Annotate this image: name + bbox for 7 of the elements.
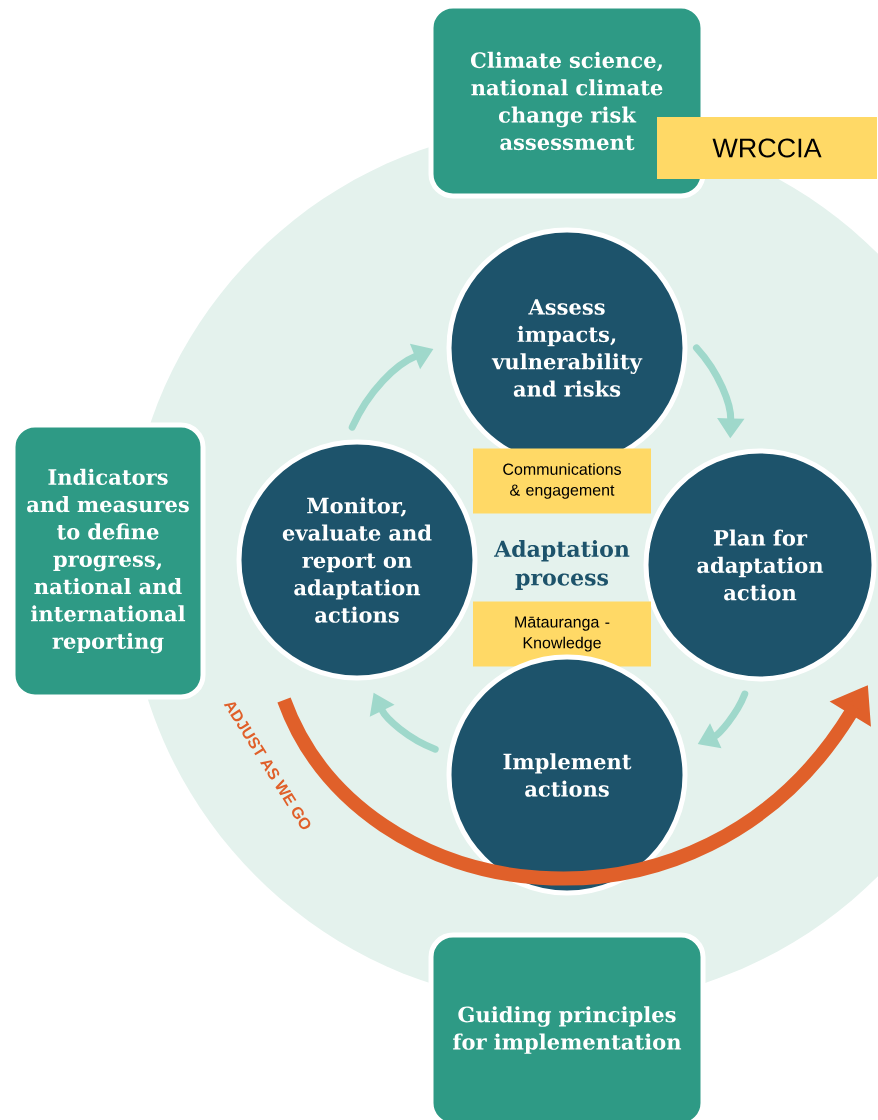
center-title: Adaptation process [494,540,630,590]
note-box: Communications & engagement [473,448,651,514]
note-box: Mātauranga - Knowledge [473,601,651,667]
info-box: Indicators and measures to define progress, national and international reporting [10,422,206,700]
info-box: Climate science, national climate change risk assessment [428,3,706,199]
note-box: WRCCIA [657,117,877,179]
info-box: Guiding principles for implementation [428,932,706,1120]
